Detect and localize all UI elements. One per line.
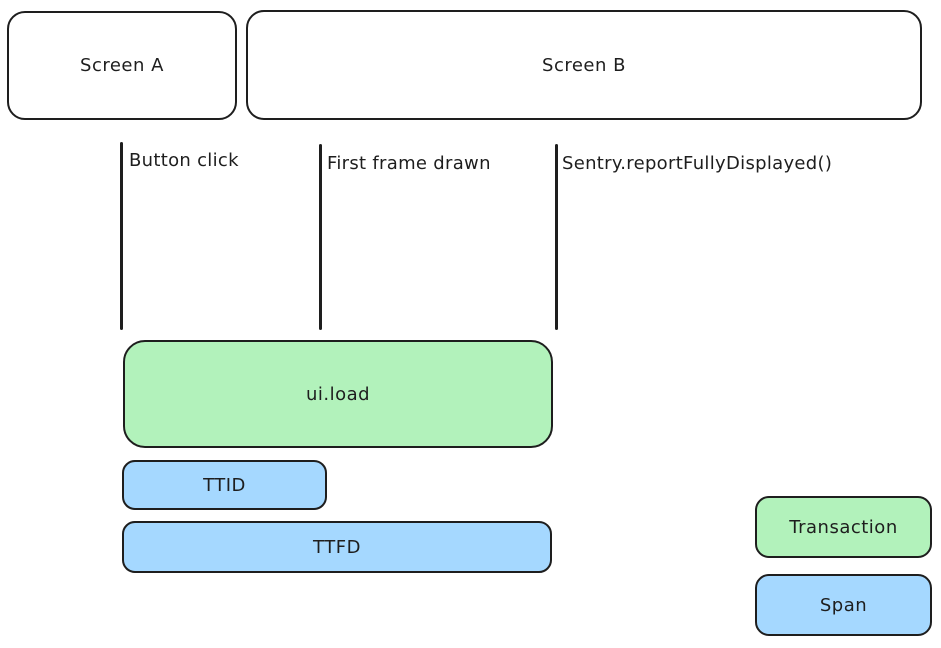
ttfd-label: TTFD (313, 536, 361, 558)
marker-line-first-frame-drawn (319, 144, 322, 330)
marker-line-report-fully-displayed (555, 144, 558, 330)
legend-transaction-label: Transaction (789, 516, 898, 538)
ttfd-span-bar: TTFD (122, 521, 552, 573)
ui-load-label: ui.load (305, 383, 371, 405)
legend-span-label: Span (819, 594, 868, 616)
ui-load-transaction-bar: ui.load (123, 340, 553, 448)
marker-label-report-fully-displayed: Sentry.reportFullyDisplayed() (562, 153, 833, 174)
screen-a-box: Screen A (7, 11, 237, 120)
ttid-span-bar: TTID (122, 460, 327, 510)
ttid-label: TTID (203, 474, 246, 496)
legend-span-box: Span (755, 574, 932, 636)
marker-line-button-click (120, 142, 123, 330)
legend-transaction-box: Transaction (755, 496, 932, 558)
screen-b-label: Screen B (542, 54, 626, 76)
marker-label-first-frame-drawn: First frame drawn (327, 153, 491, 174)
marker-label-button-click: Button click (129, 150, 239, 171)
screen-b-box: Screen B (246, 10, 922, 120)
screen-a-label: Screen A (80, 55, 164, 76)
